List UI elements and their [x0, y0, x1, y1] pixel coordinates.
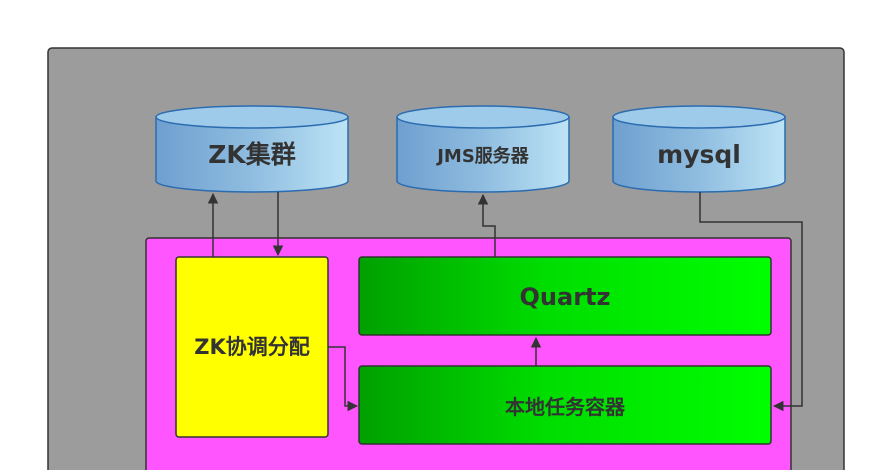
local-task-container-label: 本地任务容器	[505, 395, 626, 419]
quartz-box: Quartz	[358, 256, 772, 336]
zk-coordinator-label: ZK协调分配	[194, 335, 310, 359]
jms-server-label: JMS服务器	[435, 145, 530, 167]
zk-cluster-label: ZK集群	[208, 140, 296, 169]
mysql-db: mysql	[612, 105, 786, 193]
jms-server-db: JMS服务器	[396, 105, 570, 193]
arrow-quartz-to-jms	[477, 193, 496, 257]
zk-cluster-db: ZK集群	[155, 105, 349, 193]
quartz-label: Quartz	[520, 283, 611, 311]
zk-coordinator-box: ZK协调分配	[175, 256, 329, 438]
local-task-container-box: 本地任务容器	[358, 365, 772, 445]
mysql-label: mysql	[657, 140, 741, 169]
arrow-coordinator-to-container	[328, 346, 359, 412]
arrow-mysql-to-container	[699, 192, 803, 412]
